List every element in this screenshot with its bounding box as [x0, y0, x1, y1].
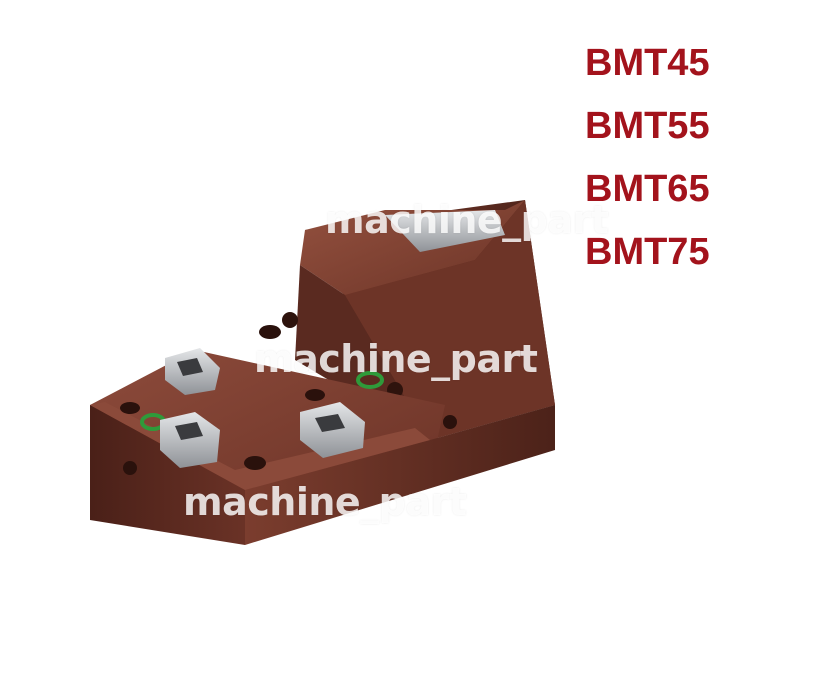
model-label: BMT45 — [585, 42, 710, 84]
watermark: machine_part — [183, 480, 467, 524]
model-label: BMT65 — [585, 168, 710, 210]
model-label: BMT55 — [585, 105, 710, 147]
upper-block — [282, 200, 555, 440]
model-label: BMT75 — [585, 231, 710, 273]
clamp-insert — [300, 402, 365, 458]
watermark: machine_part — [325, 198, 609, 242]
product-photo — [90, 200, 555, 545]
clamp-insert — [160, 412, 220, 468]
clamp-insert — [165, 348, 220, 395]
model-list: BMT45 BMT55 BMT65 BMT75 — [585, 40, 710, 275]
watermark: machine_part — [254, 337, 538, 381]
